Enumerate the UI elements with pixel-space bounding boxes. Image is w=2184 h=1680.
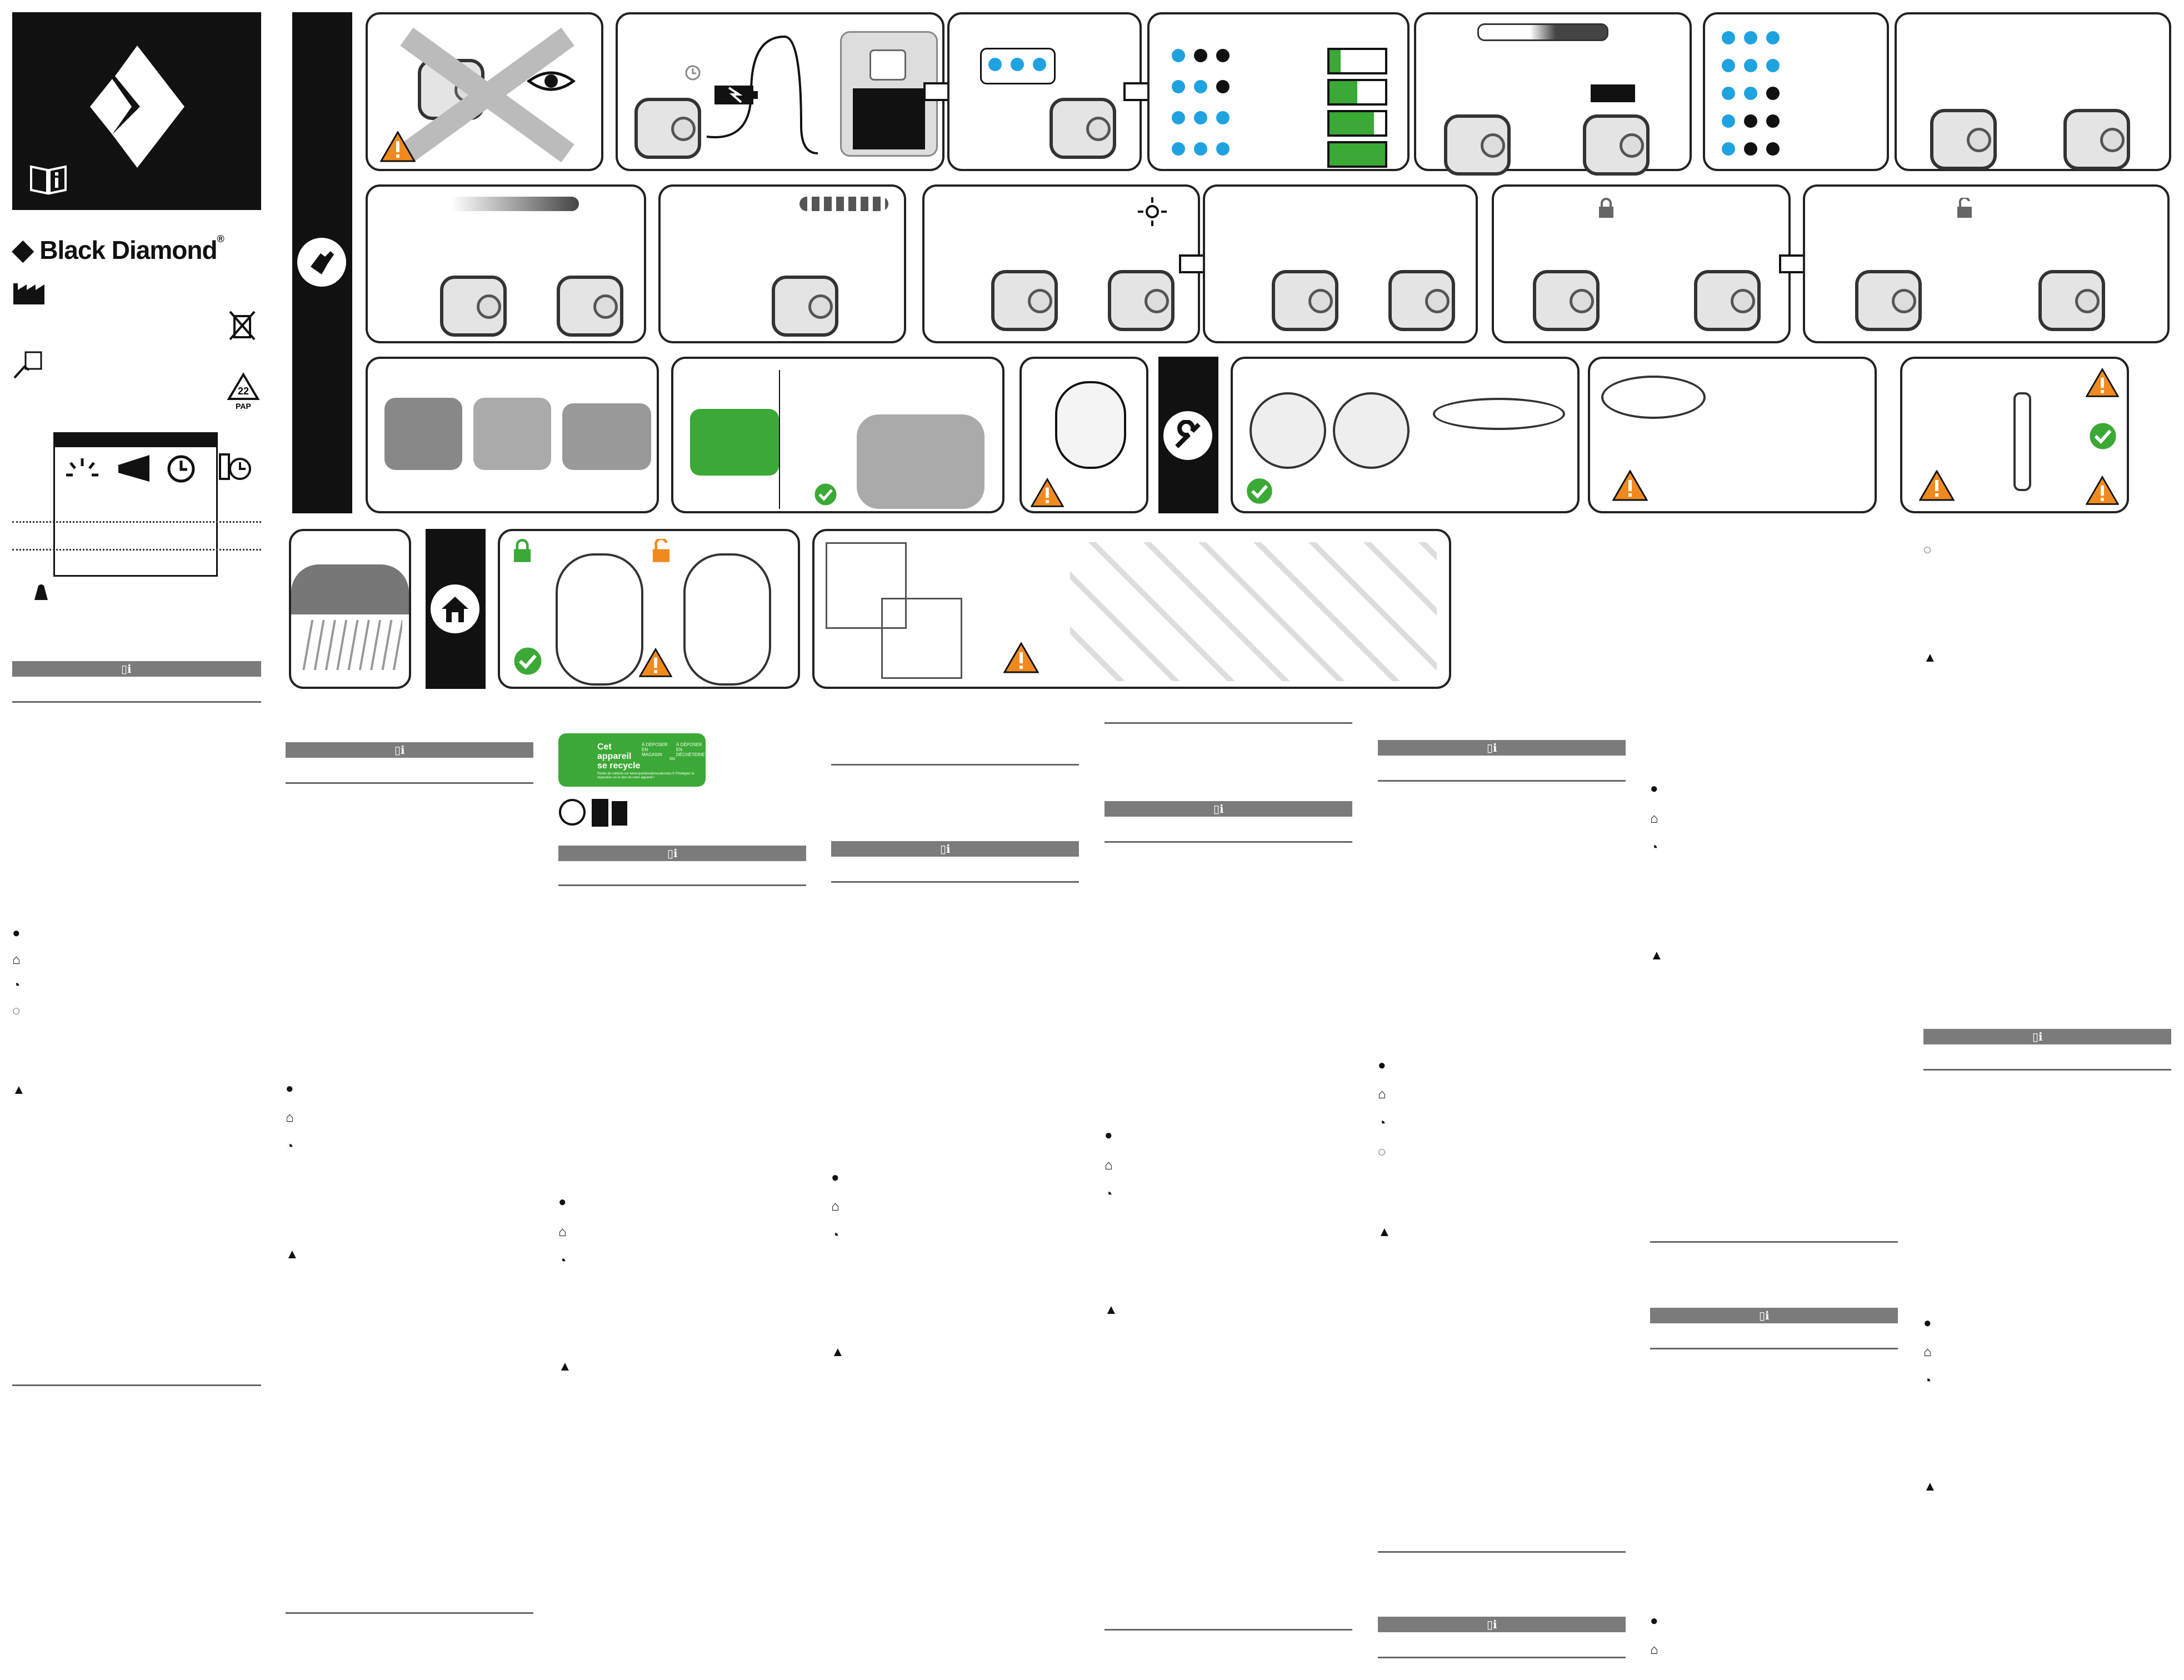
battery-bullet-icon: ◌ [12,1003,21,1018]
warning-triangle-icon [1031,478,1064,507]
home-icon-circle [431,584,479,633]
hand-icon [311,251,334,274]
manual-info-icon [30,165,67,195]
section-header: ▯ℹ [286,742,533,758]
factory-icon [13,283,44,304]
panel-pack-lock [498,529,800,689]
manual-hand-icon [13,351,42,379]
warning-triangle-icon [1003,642,1039,673]
panel-mode-sun [922,184,1200,343]
panel-temperature [1900,357,2129,513]
warning-triangle-icon [1612,470,1648,501]
fr-label-box2: À DÉPOSER EN DÉCHÈTERIE [676,742,705,757]
panel-eye-warning [366,12,603,171]
warning-triangle-icon [380,131,416,162]
svg-text:22: 22 [238,386,249,397]
beam-distance-icon [118,455,149,482]
spec-table [53,432,218,577]
section-header: ▯ℹ [1105,801,1352,817]
warning-triangle-icon [2086,368,2119,397]
panel-chemicals [1588,357,1877,513]
battery-charging-icon [1591,84,1635,102]
section-header: ▯ℹ [1650,1308,1898,1323]
fr-label-note: Points de collecte sur www.quefairedemes… [597,772,694,779]
unlock-icon [652,539,670,562]
hand-icon-circle [297,238,346,287]
triman-icons [559,799,627,827]
svg-text:PAP: PAP [236,402,251,411]
section-header: ▯ℹ [1378,740,1626,756]
weight-icon [34,584,48,600]
panel-backpack-mount [671,357,1004,513]
section-header: ▯ℹ [12,661,261,677]
section-header: ▯ℹ [1923,1029,2171,1044]
home-icon [442,597,468,622]
section-header: ▯ℹ [1378,1617,1626,1632]
wrench-bullet-icon: ◔ [12,978,21,993]
cross-out-icon [400,27,576,163]
panel-rain [289,529,411,689]
wall-outlet [840,31,938,157]
check-circle-icon [2087,421,2118,452]
panel-charging [616,12,944,171]
section-header: ▯ℹ [558,846,806,861]
panel-washing [1231,357,1580,513]
usb-cable [706,35,818,154]
lumens-burst-icon [66,458,98,477]
section-header: ▯ℹ [831,841,1079,857]
clock-icon [685,65,701,81]
check-circle-icon [813,482,838,507]
panel-lock [1492,184,1791,343]
warning-triangle-icon [2086,476,2119,505]
sun-icon [1138,197,1167,226]
warning-triangle-icon [1919,470,1955,501]
fr-label-or: ou [669,756,676,761]
warning-bullet-icon: ▲ [12,1082,26,1097]
lock-icon [513,539,531,562]
home-bullet-icon: ⌂ [12,952,21,967]
battery-charging-icon [714,86,758,104]
brand-wordmark: ◆ Black Diamond® [12,233,224,265]
panel-mode-toggle [1203,184,1478,343]
check-circle-icon [1245,476,1275,506]
crossed-bin-icon [229,311,256,341]
panel-check-battery [1414,12,1692,176]
fr-label-box1: À DÉPOSER EN MAGASIN [642,742,668,757]
fr-recycling-label: Cet appareil se recycle À DÉPOSER EN MAG… [558,733,706,787]
warning-triangle-icon [639,648,672,677]
panel-brightness [658,184,906,343]
panel-led-indicator [947,12,1142,171]
fr-label-title: Cet appareil se recycle [597,742,641,771]
panel-dim [366,184,646,343]
panel-neck-warning [1019,357,1148,513]
wrench-icon [1175,420,1201,448]
clock-icon [167,455,195,483]
wrench-icon-circle [1163,411,1212,460]
panel-storage-hazards [812,529,1451,689]
battery-clock-icon [219,453,251,480]
panel-battery-levels [1147,12,1410,171]
panel-battery-dots [1703,12,1889,171]
panel-power-on [1895,12,2171,171]
check-circle-icon [512,645,544,677]
hand-bullet-icon: ● [12,926,21,941]
panel-unlock [1803,184,2170,343]
logo-box [12,12,261,210]
panel-strap-adjust [366,357,659,513]
black-diamond-logo-icon [90,46,184,168]
unlock-icon [1957,198,1972,218]
recycle-pap-icon: 22 PAP [227,372,260,411]
lock-icon [1599,198,1613,218]
